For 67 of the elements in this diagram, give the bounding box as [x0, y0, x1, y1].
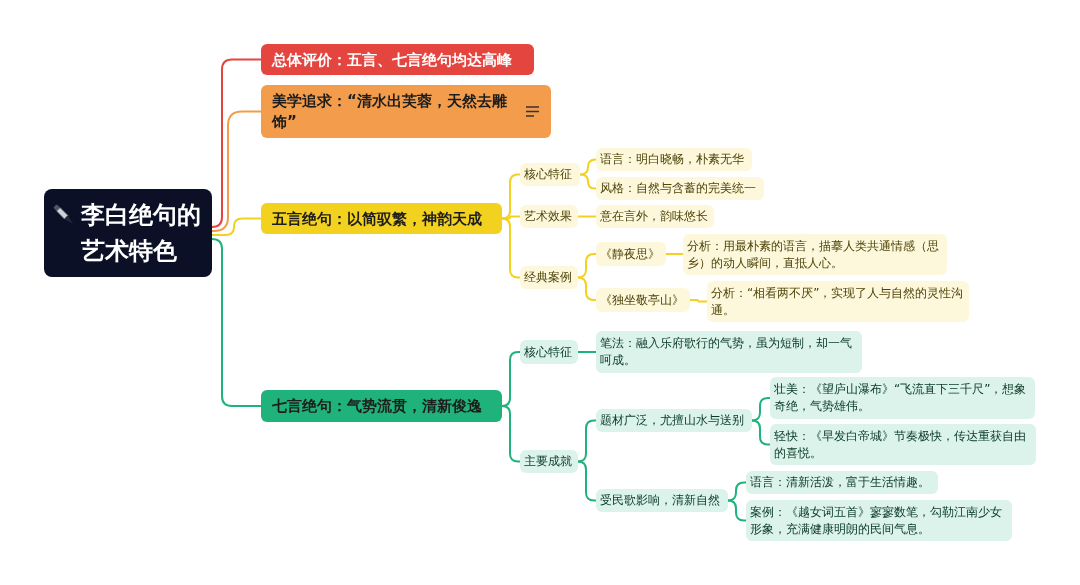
- subtopic-text: 核心特征: [524, 166, 572, 183]
- subtopic-box: [520, 163, 580, 186]
- subtopic-box: [520, 266, 578, 289]
- subtopic-text: 《独坐敬亭山》: [600, 291, 684, 309]
- connector-line: [577, 215, 597, 218]
- subtopic-box: [520, 205, 578, 228]
- subtopic-box: [596, 331, 862, 373]
- branch-topic-text: 五言绝句：以简驭繁，神韵天成: [272, 208, 482, 229]
- branch-topic-box: [261, 203, 502, 234]
- subtopic-text: 分析：“相看两不厌”，实现了人与自然的灵性沟通。: [711, 284, 965, 319]
- branch-topic-box: [261, 390, 502, 422]
- connector-line: [211, 238, 262, 407]
- connector-line: [751, 419, 771, 446]
- connector-line: [579, 158, 597, 176]
- subtopic-text: 《静夜思》: [600, 245, 660, 263]
- connector-line: [727, 481, 747, 502]
- connector-line: [577, 276, 597, 301]
- subtopic-box: [596, 205, 714, 228]
- branch-topic-text: 美学追求：“清水出芙蓉，天然去雕饰”: [272, 90, 508, 133]
- connector-line: [501, 217, 521, 279]
- subtopic-box: [746, 500, 1012, 541]
- subtopic-box: [596, 409, 752, 432]
- subtopic-box: [596, 489, 728, 512]
- subtopic-box: [520, 340, 578, 364]
- central-topic-box: [44, 189, 212, 277]
- subtopic-text: 案例：《越女词五首》寥寥数笔，勾勒江南少女形象，充满健康明朗的民间气息。: [750, 503, 1003, 538]
- subtopic-text: 经典案例: [524, 269, 572, 286]
- subtopic-text: 语言：清新活泼，富于生活情趣。: [750, 474, 930, 491]
- branch-topic-text: 七言绝句：气势流贯，清新俊逸: [272, 396, 482, 416]
- connector-line: [577, 460, 597, 502]
- subtopic-text: 语言：明白晓畅，朴素无华: [600, 151, 744, 168]
- branch-topic-text: 总体评价：五言、七言绝句均达高峰: [272, 49, 512, 70]
- connector-line: [751, 397, 771, 422]
- central-topic-text: 李白绝句的艺术特色: [81, 200, 202, 267]
- subtopic-text: 风格：自然与含蓄的完美统一: [600, 180, 756, 197]
- branch-topic-box: [261, 85, 551, 138]
- subtopic-box: [770, 377, 1035, 419]
- subtopic-box: [520, 450, 578, 473]
- subtopic-box: [683, 234, 947, 275]
- connector-line: [579, 173, 597, 190]
- connector-line: [501, 173, 521, 220]
- connector-line: [501, 405, 521, 463]
- subtopic-text: 分析：用最朴素的语言，描摹人类共通情感（思乡）的动人瞬间，直抵人心。: [687, 237, 940, 272]
- subtopic-text: 轻快：《早发白帝城》节奏极快，传达重获自由的喜悦。: [774, 427, 1027, 462]
- subtopic-text: 笔法：融入乐府歌行的气势，虽为短制，却一气呵成。: [600, 335, 853, 369]
- subtopic-box: [746, 471, 938, 494]
- connector-line: [577, 351, 597, 353]
- connector-line: [211, 217, 262, 236]
- subtopic-text: 艺术效果: [524, 208, 572, 225]
- connector-line: [211, 110, 262, 232]
- subtopic-text: 核心特征: [524, 343, 572, 361]
- connector-line: [577, 253, 597, 279]
- connector-line: [689, 299, 708, 303]
- subtopic-text: 题材广泛，尤擅山水与送别: [600, 412, 744, 429]
- subtopic-text: 壮美：《望庐山瀑布》“飞流直下三千尺”，想象奇绝，气势雄伟。: [774, 381, 1028, 415]
- branch-topic-box: [261, 44, 534, 75]
- subtopic-text: 意在言外，韵味悠长: [600, 208, 708, 225]
- connector-line: [577, 419, 597, 463]
- subtopic-box: [596, 148, 752, 171]
- subtopic-box: [770, 424, 1036, 465]
- subtopic-text: 受民歌影响，清新自然: [600, 492, 720, 509]
- subtopic-box: [596, 177, 764, 200]
- connector-line: [665, 253, 684, 255]
- subtopic-box: [596, 242, 666, 266]
- subtopic-text: 主要成就: [524, 453, 572, 470]
- connector-line: [211, 58, 262, 228]
- subtopic-box: [596, 288, 690, 312]
